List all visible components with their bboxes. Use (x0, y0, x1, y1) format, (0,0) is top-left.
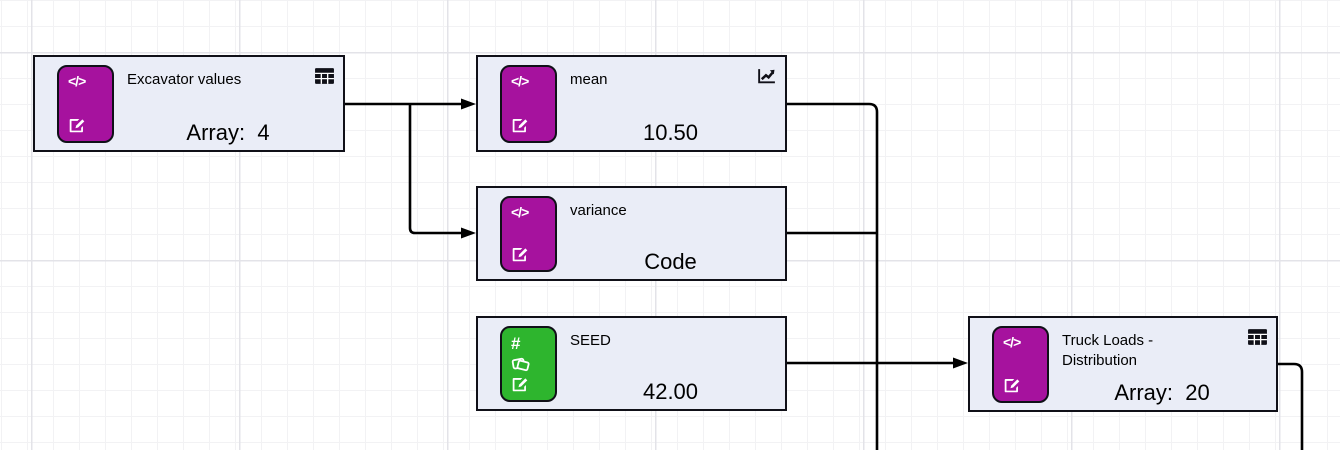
edit-icon (511, 117, 528, 134)
node-excavator-values[interactable]: </> Excavator values Array: 4 (33, 55, 345, 152)
hash-icon: # (511, 334, 521, 353)
connector-mean-down[interactable] (787, 102, 879, 450)
edit-icon (68, 117, 85, 134)
node-title: Excavator values (127, 71, 242, 88)
node-value: Array: 20 (1114, 380, 1210, 405)
table-icon[interactable] (314, 67, 335, 85)
node-value: 10.50 (642, 120, 699, 145)
connector-truck-down[interactable] (1278, 362, 1304, 450)
node-value: 42.00 (642, 379, 699, 404)
node-mean[interactable]: </> mean 10.50 (476, 55, 787, 152)
node-type-badge: # (500, 326, 557, 402)
node-type-badge: </> (57, 65, 114, 143)
code-icon: </> (511, 204, 529, 220)
node-variance[interactable]: </> variance Code (476, 186, 787, 281)
code-icon: </> (1003, 334, 1021, 350)
table-icon[interactable] (1247, 328, 1268, 346)
node-title: variance (570, 202, 627, 219)
connector-excavator-variance[interactable] (408, 104, 462, 235)
node-value: Code (644, 249, 697, 274)
edit-icon (511, 246, 528, 263)
node-title: SEED (570, 332, 611, 349)
arrowhead-mean (461, 98, 476, 110)
arrowhead-variance (461, 227, 476, 239)
node-type-badge: </> (500, 196, 557, 272)
edit-icon (511, 376, 528, 393)
code-icon: </> (511, 73, 529, 89)
edit-icon (1003, 377, 1020, 394)
node-truck-loads-distribution[interactable]: </> Truck Loads - Distribution Array: (968, 316, 1278, 412)
node-type-badge: </> (500, 65, 557, 143)
code-icon: </> (68, 73, 86, 89)
node-type-badge: </> (992, 326, 1049, 403)
node-title: mean (570, 71, 608, 88)
chart-icon[interactable] (756, 67, 777, 85)
copy-icon (511, 356, 531, 373)
node-seed[interactable]: # SEED 42.00 (476, 316, 787, 411)
node-title: Truck Loads - Distribution (1062, 332, 1154, 369)
arrowhead-truck-loads (953, 357, 968, 369)
node-value: Array: 4 (186, 120, 270, 145)
